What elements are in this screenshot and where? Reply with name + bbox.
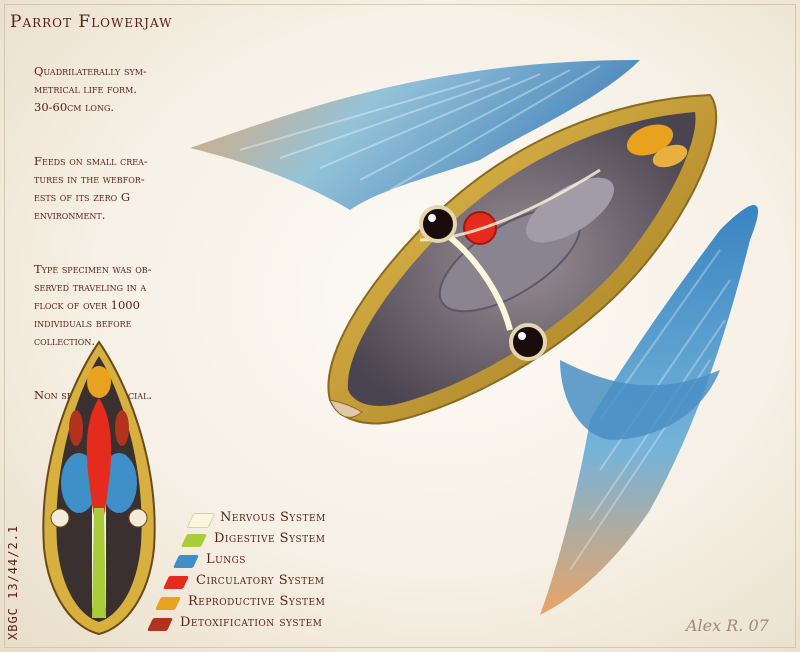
legend-label: Lungs	[206, 552, 246, 567]
beak	[329, 399, 363, 418]
eye-lower	[509, 323, 547, 361]
reproductive-swatch	[154, 597, 182, 610]
creature-illustration	[190, 60, 759, 615]
legend-label: Digestive System	[214, 531, 326, 546]
lung-organ	[526, 177, 614, 243]
diagram-detox-left	[69, 410, 83, 446]
lower-fin	[560, 360, 720, 440]
diagram-reproductive	[87, 366, 111, 398]
description-notes: Quadrilaterally sym- metrical life form.…	[34, 44, 184, 440]
reproductive-organ-2	[652, 144, 688, 168]
legend-label: Nervous System	[220, 510, 326, 525]
diagram-eye-right	[128, 508, 148, 528]
artist-signature: Alex R. 07	[686, 616, 769, 635]
eye-upper	[419, 205, 457, 243]
diagram-eye-left	[50, 508, 70, 528]
note-specimen: Type specimen was ob- served traveling i…	[34, 262, 152, 348]
reproductive-organ	[626, 124, 674, 156]
top-fin	[190, 60, 640, 210]
detox-swatch	[146, 618, 174, 631]
eye-upper-highlight	[428, 214, 436, 222]
eye-lower-highlight	[518, 332, 526, 340]
legend-label: Reproductive System	[188, 594, 326, 609]
anatomy-diagram	[42, 340, 156, 636]
catalog-id: XBGC 13/44/2.1	[6, 524, 20, 640]
note-symmetry: Quadrilaterally sym- metrical life form.…	[34, 64, 147, 114]
diagram-circulatory	[86, 398, 112, 538]
note-feeding: Feeds on small crea- tures in the webfor…	[34, 154, 148, 222]
diagram-detox-right	[115, 410, 129, 446]
diagram-digestive	[92, 508, 106, 618]
page-title: Parrot Flowerjaw	[10, 12, 173, 32]
legend-label: Circulatory System	[196, 573, 325, 588]
legend-label: Detoxification system	[180, 615, 323, 630]
